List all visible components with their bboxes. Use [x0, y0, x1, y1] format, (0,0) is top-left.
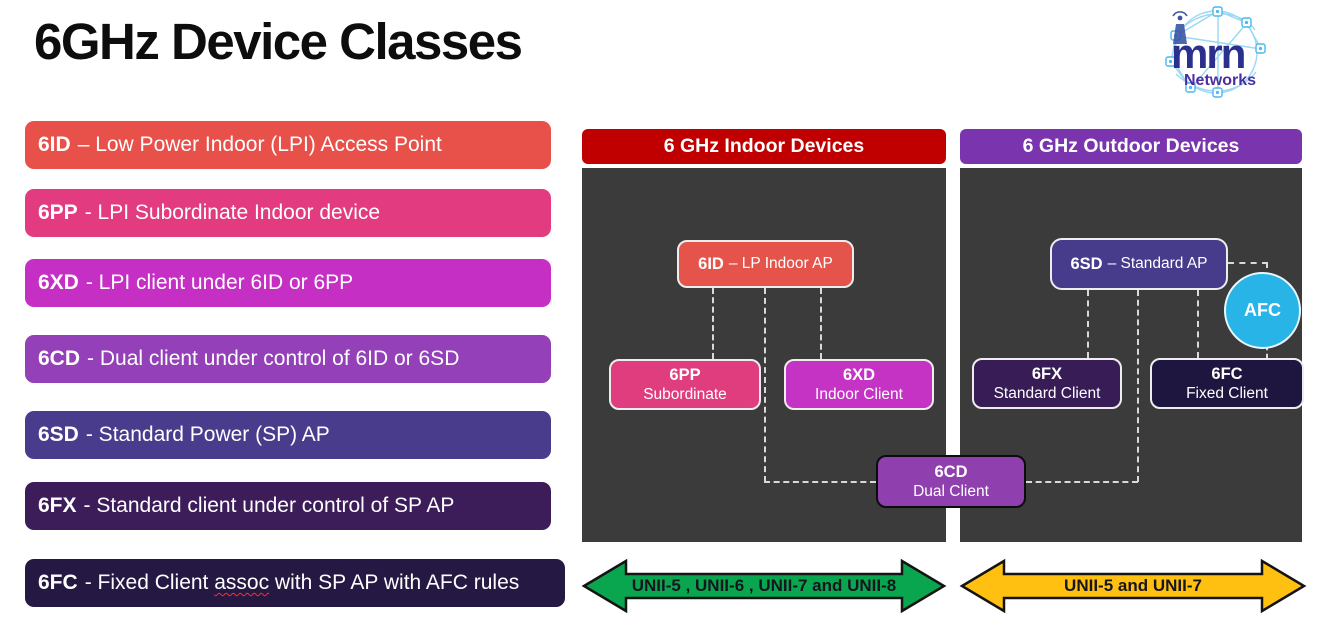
legend-code: 6CD [38, 347, 81, 370]
legend-text: with SP AP with AFC rules [269, 571, 520, 594]
legend-pill-6fx: 6FX - Standard client under control of SP… [25, 482, 551, 530]
indoor-panel-title: 6 GHz Indoor Devices [663, 135, 865, 157]
legend-text: - Dual client under control of 6ID or 6S… [87, 347, 460, 370]
connector-6sd-6fx [1087, 290, 1089, 358]
legend-code: 6FX [38, 494, 77, 517]
node-code: 6FC [1211, 364, 1243, 383]
logo-brand-text: mrn [1171, 30, 1245, 77]
legend-text: - Standard Power (SP) AP [85, 423, 330, 446]
indoor-panel-header: 6 GHz Indoor Devices [582, 129, 946, 164]
connector-6sd-afc [1228, 262, 1268, 264]
legend-text: – Low Power Indoor (LPI) Access Point [77, 133, 442, 156]
network-globe-icon: mrn Networks [1165, 6, 1266, 98]
node-text: – Standard AP [1107, 255, 1208, 273]
node-6fc: 6FC Fixed Client [1150, 358, 1304, 409]
node-6id: 6ID – LP Indoor AP [677, 240, 854, 288]
connector-6sd-6fc [1197, 290, 1199, 358]
legend-pill-6id: 6ID – Low Power Indoor (LPI) Access Point [25, 121, 551, 169]
node-6sd: 6SD – Standard AP [1050, 238, 1228, 290]
page-title: 6GHz Device Classes [34, 13, 523, 70]
node-6cd: 6CD Dual Client [876, 455, 1026, 508]
indoor-band-arrow: UNII-5 , UNII-6 , UNII-7 and UNII-8 [580, 556, 948, 616]
connector-to-6cd-left [764, 481, 876, 483]
node-6xd: 6XD Indoor Client [784, 359, 934, 410]
node-text: Indoor Client [815, 386, 903, 404]
connector-6id-6pp [712, 288, 714, 359]
node-code: 6XD [842, 365, 876, 384]
legend-text: - LPI client under 6ID or 6PP [85, 271, 354, 294]
node-code: 6PP [669, 365, 701, 384]
legend-pill-6sd: 6SD - Standard Power (SP) AP [25, 411, 551, 459]
connector-afc-top [1266, 262, 1268, 280]
legend-text: - LPI Subordinate Indoor device [84, 201, 381, 224]
legend-code: 6SD [38, 423, 79, 446]
node-text: Dual Client [913, 483, 989, 501]
logo-subtitle-text: Networks [1184, 72, 1256, 89]
connector-6id-down [764, 288, 766, 482]
legend-pill-6xd: 6XD - LPI client under 6ID or 6PP [25, 259, 551, 307]
legend-code: 6PP [38, 201, 78, 224]
node-6pp: 6PP Subordinate [609, 359, 761, 410]
outdoor-band-label: UNII-5 and UNII-7 [1064, 576, 1202, 595]
node-text: Standard Client [993, 385, 1101, 403]
outdoor-panel-header: 6 GHz Outdoor Devices [960, 129, 1302, 164]
legend-code: 6XD [38, 271, 79, 294]
legend-text-misspelled: assoc [214, 571, 270, 594]
antenna-icon [1172, 11, 1188, 44]
afc-label: AFC [1244, 300, 1281, 320]
node-6fx: 6FX Standard Client [972, 358, 1122, 409]
node-code: 6FX [1031, 364, 1063, 383]
node-text: – LP Indoor AP [728, 255, 833, 273]
connector-to-6cd-right [1026, 481, 1138, 483]
double-arrow-icon [959, 558, 1307, 614]
node-code: 6CD [934, 462, 968, 481]
legend-code: 6ID [38, 133, 71, 156]
double-arrow-icon [581, 558, 947, 614]
outdoor-band-arrow: UNII-5 and UNII-7 [958, 556, 1308, 616]
legend-code: 6FC [38, 571, 78, 594]
node-text: Subordinate [643, 386, 727, 404]
legend-text: - Fixed Client [84, 571, 215, 594]
legend-pill-6fc: 6FC - Fixed Client assoc with SP AP with … [25, 559, 565, 607]
afc-circle: AFC [1224, 272, 1301, 349]
legend-pill-6pp: 6PP - LPI Subordinate Indoor device [25, 189, 551, 237]
connector-afc-6fc [1266, 345, 1268, 359]
connector-6id-6xd [820, 288, 822, 359]
indoor-band-label: UNII-5 , UNII-6 , UNII-7 and UNII-8 [631, 576, 897, 595]
brand-logo: mrn Networks [1156, 2, 1276, 104]
legend-pill-6cd: 6CD - Dual client under control of 6ID or… [25, 335, 551, 383]
node-code: 6ID [698, 254, 724, 273]
connector-6sd-down [1137, 290, 1139, 482]
node-code: 6SD [1070, 254, 1103, 273]
legend-text: - Standard client under control of SP AP [83, 494, 455, 517]
node-text: Fixed Client [1186, 385, 1268, 403]
outdoor-panel-title: 6 GHz Outdoor Devices [1022, 135, 1240, 157]
